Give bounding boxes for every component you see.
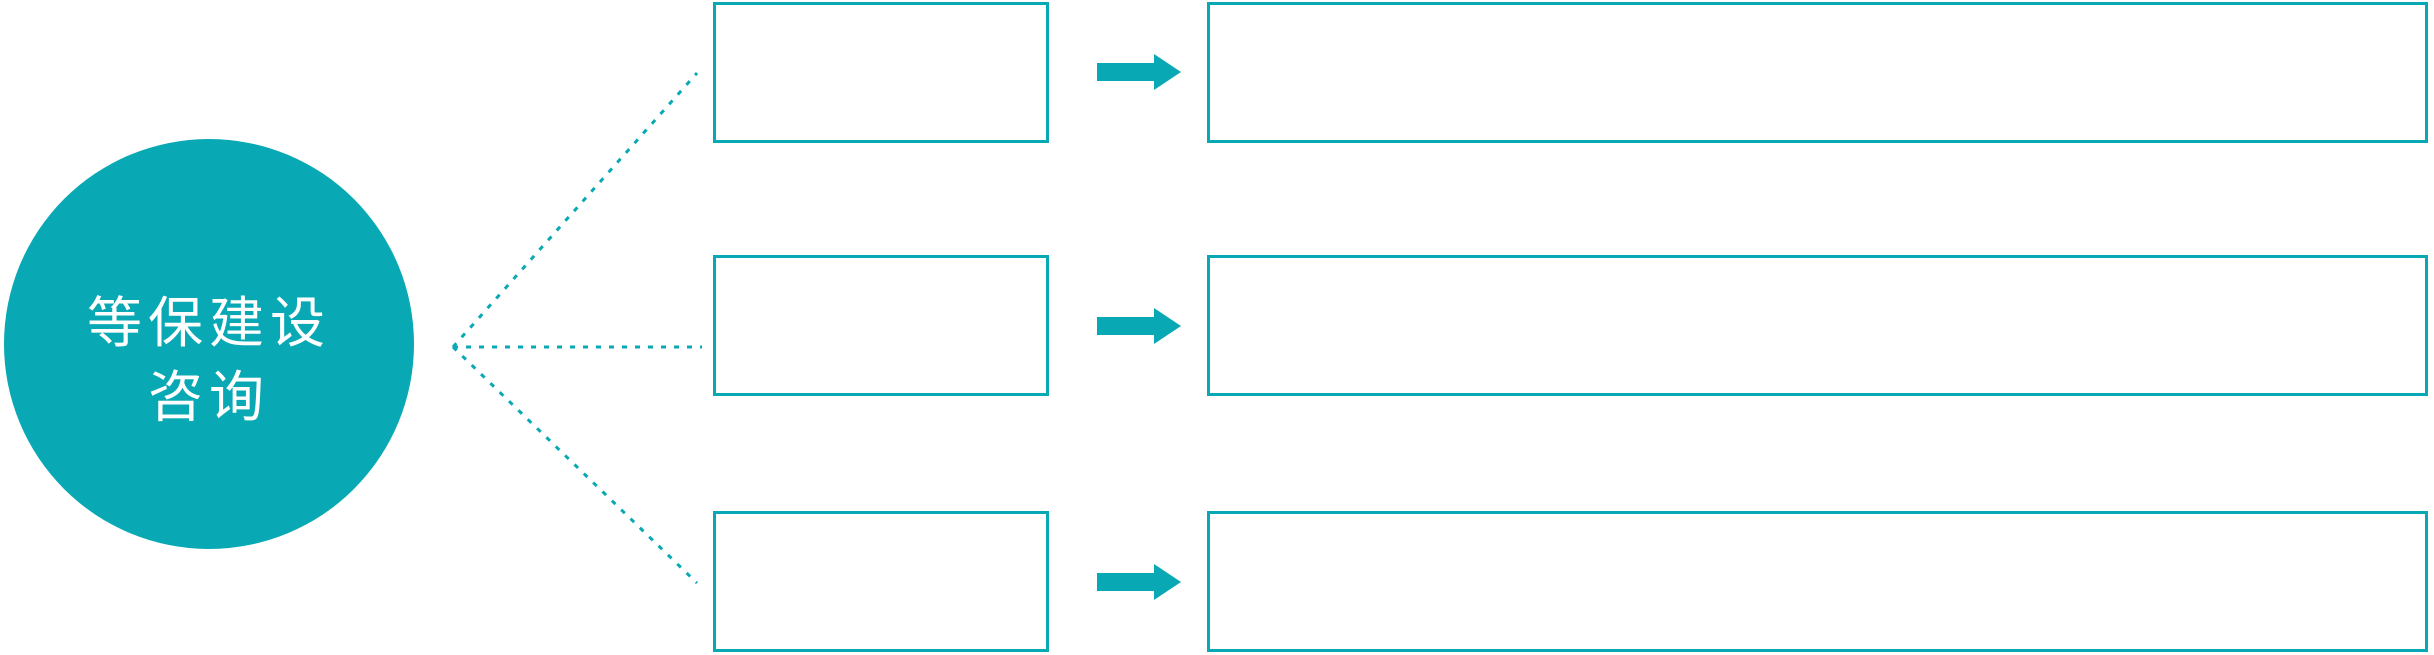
- topic-circle: 等保建设 咨询: [4, 139, 414, 549]
- detail-box-1: [1207, 2, 2428, 143]
- detail-box-3: [1207, 511, 2428, 652]
- detail-box-2: [1207, 255, 2428, 396]
- arrow-right-icon: [1097, 308, 1181, 344]
- arrow-right-icon: [1097, 54, 1181, 90]
- topic-label-line1: 等保建设: [86, 292, 331, 354]
- category-box-1: [713, 2, 1049, 143]
- category-box-2: [713, 255, 1049, 396]
- category-box-3: [713, 511, 1049, 652]
- dotted-connector-top: [451, 72, 699, 348]
- arrow-right-icon: [1097, 564, 1181, 600]
- topic-label-line2: 咨询: [147, 366, 270, 428]
- topic-label: 等保建设 咨询: [87, 286, 331, 434]
- dotted-connector-bottom: [451, 345, 699, 585]
